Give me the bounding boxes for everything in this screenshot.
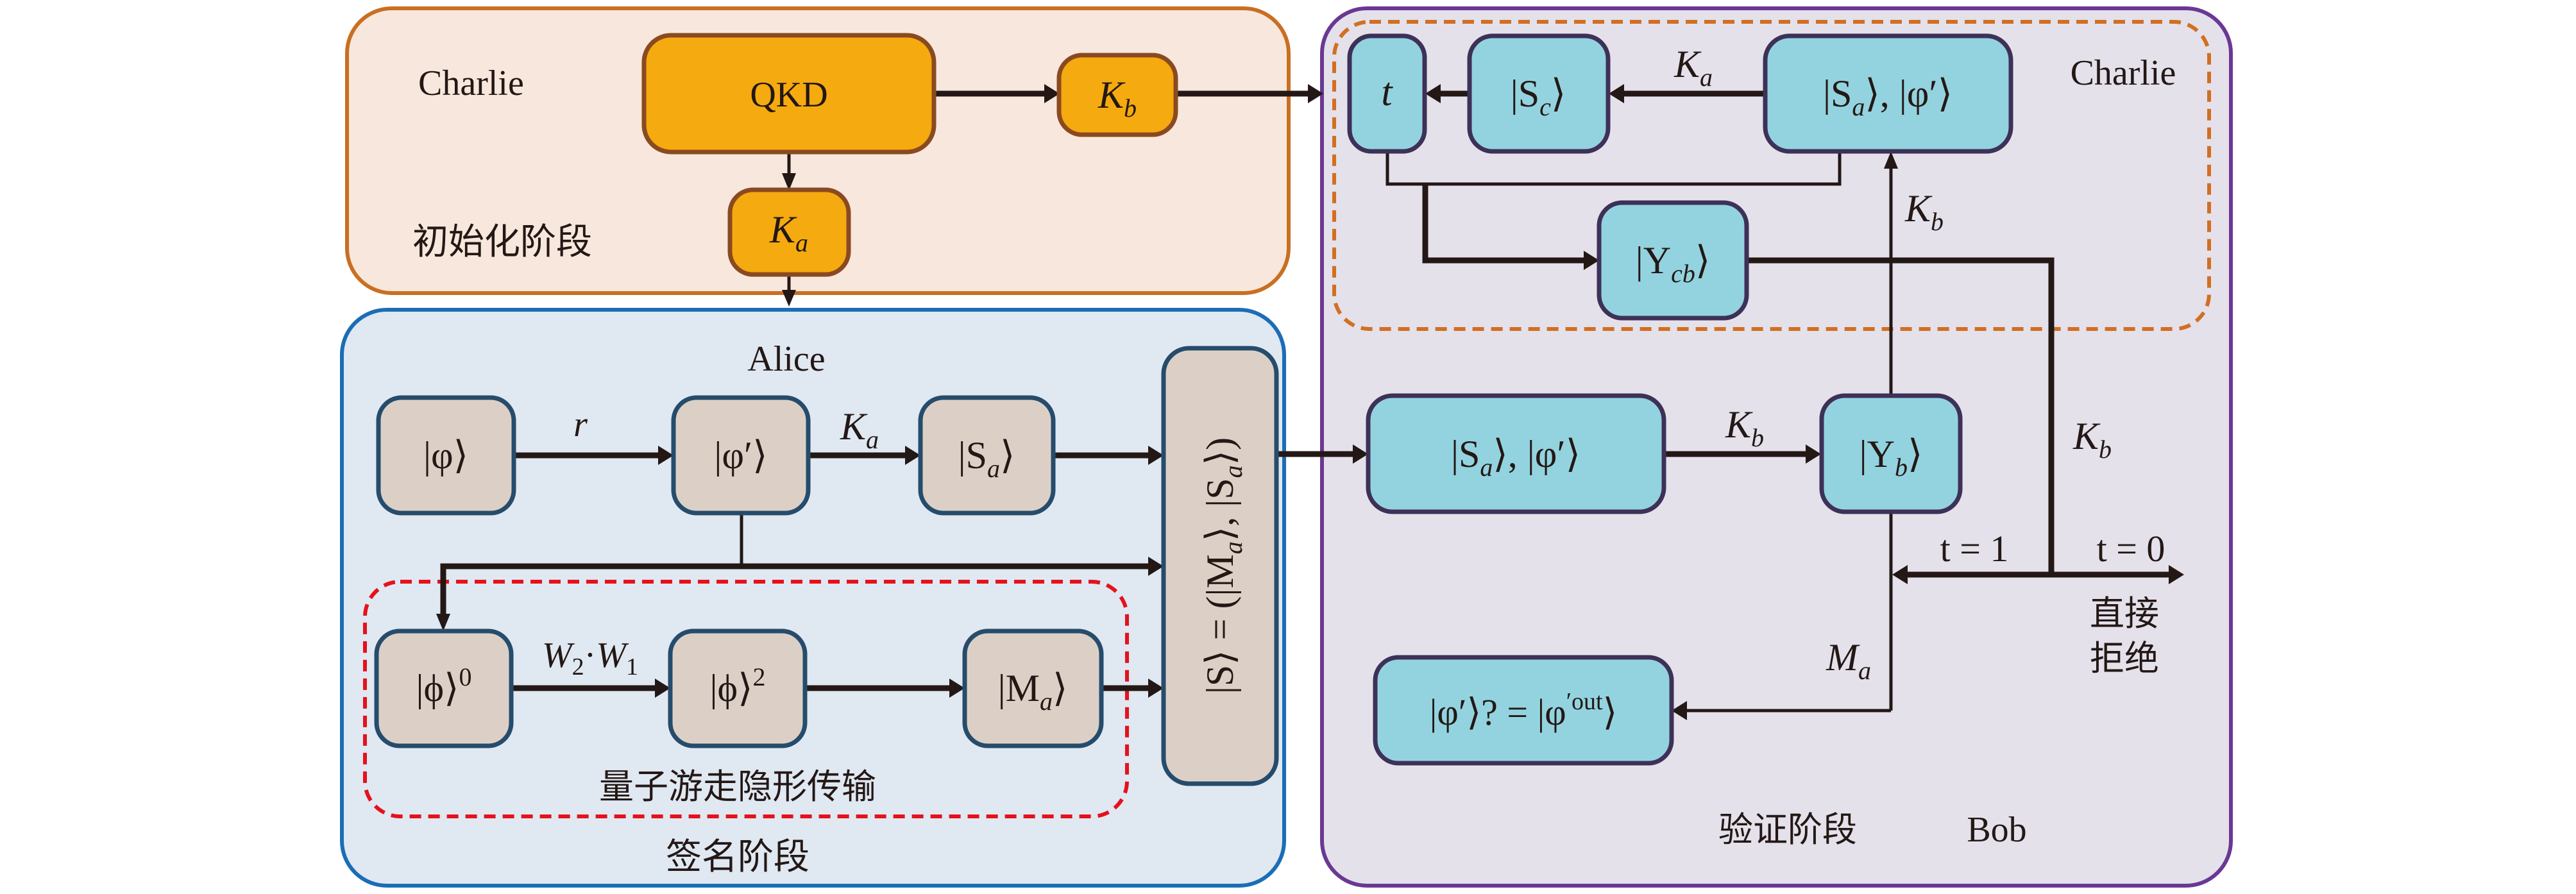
arrowhead-left bbox=[1609, 84, 1624, 103]
reject-label-line2: 拒绝 bbox=[2090, 638, 2159, 679]
arrowhead-right bbox=[2169, 565, 2184, 584]
ycb-state-label: |Ycb⟩ bbox=[1636, 239, 1711, 288]
quantum-walk-label: 量子游走隐形传输 bbox=[599, 766, 876, 807]
arrowhead-up bbox=[1884, 151, 1898, 169]
sa-state-label: |Sa⟩ bbox=[958, 434, 1015, 483]
sc-state-label: |Sc⟩ bbox=[1511, 72, 1566, 121]
w-operator-label: W2·W1 bbox=[542, 636, 638, 680]
r-edge-label: r bbox=[573, 405, 588, 444]
t-result-box bbox=[1347, 33, 1427, 154]
kb-key-label: Kb bbox=[1097, 74, 1137, 122]
phi-prime-state-label: |φ′⟩ bbox=[714, 434, 767, 477]
arrowhead-right bbox=[949, 679, 965, 698]
phi2-state-label: |ϕ⟩2 bbox=[709, 662, 765, 709]
quantum-walk-dashed-region bbox=[363, 580, 1129, 818]
sa-phi-mid-label: |Sa⟩, |φ′⟩ bbox=[1451, 433, 1580, 482]
yb-state-box bbox=[1819, 393, 1963, 514]
bob-party-label: Bob bbox=[1967, 810, 2026, 850]
alice-party-label: Alice bbox=[747, 339, 825, 379]
ma-state-label: |Ma⟩ bbox=[998, 667, 1068, 716]
sa-phi-top-box bbox=[1763, 33, 2013, 154]
arrowhead-right bbox=[655, 679, 670, 698]
init-party-label: Charlie bbox=[418, 63, 524, 103]
qkd-box bbox=[641, 33, 936, 155]
sign-phase-label: 签名阶段 bbox=[666, 836, 809, 878]
signature-label: |S⟩ = (|Ma⟩, |Sa⟩) bbox=[1199, 437, 1248, 694]
kb-mid-edge-label: Kb bbox=[1725, 403, 1764, 452]
arrowhead-right bbox=[905, 446, 920, 465]
ka-top-edge-label: Ka bbox=[1674, 43, 1713, 92]
sa-phi-mid-box bbox=[1366, 393, 1666, 514]
wire-join-to-ycb bbox=[1422, 184, 1591, 264]
arrowheads bbox=[436, 84, 2184, 720]
kb-right-edge-label: Kb bbox=[2072, 415, 2112, 464]
arrowhead-right bbox=[1353, 444, 1368, 464]
ma-state-box bbox=[962, 628, 1104, 748]
verify-phase-label: 验证阶段 bbox=[1718, 809, 1857, 850]
compare-box bbox=[1373, 655, 1674, 766]
arrowhead-left bbox=[1892, 565, 1908, 584]
arrowhead-right bbox=[1044, 84, 1060, 103]
arrowhead-right bbox=[658, 446, 674, 465]
wire-ycb-to-decision bbox=[1747, 257, 2055, 575]
arrowhead-right bbox=[1806, 444, 1821, 464]
sa-state-box bbox=[918, 395, 1056, 516]
wire-t-and-saphi-join bbox=[1385, 151, 1842, 186]
arrowhead-left bbox=[1672, 701, 1687, 720]
charlie-verify-dashed-region bbox=[1332, 20, 2211, 331]
phi0-state-label: |ϕ⟩0 bbox=[416, 662, 471, 709]
arrowhead-right bbox=[1148, 557, 1164, 576]
t0-label: t = 0 bbox=[2097, 528, 2165, 569]
sc-state-box bbox=[1467, 33, 1611, 154]
phi2-state-box bbox=[668, 628, 808, 748]
arrowhead-left bbox=[1425, 84, 1441, 103]
qkd-label: QKD bbox=[750, 75, 827, 115]
compare-label: |φ′⟩? = |φ′out⟩ bbox=[1430, 688, 1617, 733]
init-phase-label: 初始化阶段 bbox=[412, 221, 592, 263]
ka-key-box bbox=[727, 187, 851, 277]
arrowhead-down bbox=[782, 290, 796, 307]
ma-edge-label: Ma bbox=[1826, 636, 1871, 685]
arrowhead-down bbox=[436, 614, 450, 631]
connectors bbox=[440, 90, 2174, 713]
yb-state-label: |Yb⟩ bbox=[1860, 433, 1923, 482]
phi-state-box bbox=[376, 395, 516, 516]
arrowhead-right bbox=[1584, 251, 1599, 270]
arrowhead-down bbox=[782, 173, 796, 190]
ka-edge-label: Ka bbox=[840, 405, 879, 454]
arrowhead-right bbox=[1308, 84, 1323, 103]
phi-prime-state-box bbox=[671, 395, 811, 516]
signature-label-group: |S⟩ = (|Ma⟩, |Sa⟩) bbox=[1199, 437, 1248, 694]
t-result-label: t bbox=[1381, 71, 1393, 114]
charlie-verify-label: Charlie bbox=[2071, 53, 2176, 93]
reject-label-line1: 直接 bbox=[2090, 593, 2159, 634]
ycb-state-box bbox=[1597, 200, 1749, 321]
arrowhead-right bbox=[1148, 446, 1164, 465]
sa-phi-top-label: |Sa⟩, |φ′⟩ bbox=[1823, 72, 1953, 121]
kb-vertical-edge-label: Kb bbox=[1904, 187, 1944, 236]
phi0-state-box bbox=[374, 628, 514, 748]
t1-label: t = 1 bbox=[1940, 528, 2009, 569]
phi-state-label: |φ⟩ bbox=[423, 434, 468, 477]
signature-box bbox=[1161, 346, 1279, 786]
ka-key-label: Ka bbox=[769, 208, 808, 257]
kb-key-box bbox=[1056, 53, 1178, 137]
arrowhead-right bbox=[1148, 679, 1164, 698]
